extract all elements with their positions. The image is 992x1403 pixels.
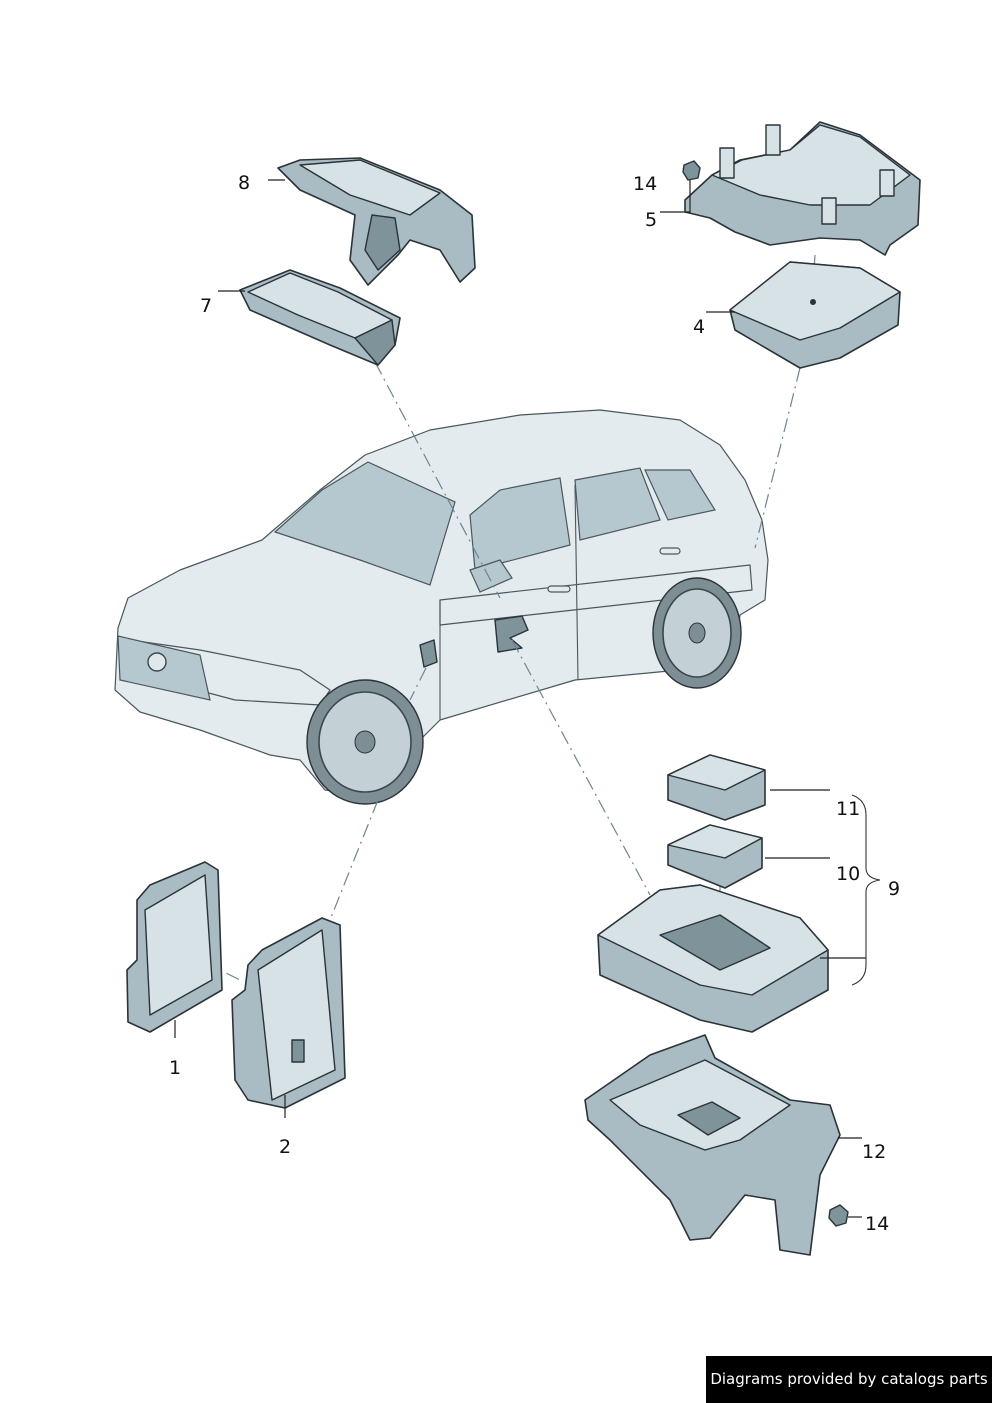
part-12-tray bbox=[584, 1034, 841, 1256]
part-10-module bbox=[667, 824, 763, 889]
part-1-control-unit bbox=[126, 861, 223, 1033]
callout-labels: 8 7 14 5 4 11 10 9 12 14 1 2 bbox=[169, 172, 900, 1235]
callout-10: 10 bbox=[836, 863, 860, 885]
car-location-marker-front bbox=[419, 639, 438, 668]
callout-1: 1 bbox=[169, 1057, 181, 1079]
part-14-nut-bottom bbox=[828, 1204, 849, 1227]
part-7-bracket bbox=[239, 269, 401, 366]
car-location-marker-center bbox=[494, 615, 529, 653]
callout-5: 5 bbox=[645, 209, 657, 231]
callout-4: 4 bbox=[693, 316, 705, 338]
part-14-nut-top bbox=[682, 160, 701, 181]
part-9-module-carrier bbox=[597, 884, 829, 1033]
callout-7: 7 bbox=[200, 295, 212, 317]
group-brace-9 bbox=[851, 794, 881, 986]
callout-14-top: 14 bbox=[633, 173, 657, 195]
callout-2: 2 bbox=[279, 1136, 291, 1158]
credit-banner: Diagrams provided by catalogs parts bbox=[706, 1356, 992, 1403]
vehicle-illustration bbox=[114, 409, 769, 805]
callout-12: 12 bbox=[862, 1141, 886, 1163]
part-4-control-module bbox=[729, 261, 901, 369]
part-5-housing bbox=[684, 121, 921, 256]
callout-9: 9 bbox=[888, 878, 900, 900]
part-2-bracket bbox=[231, 917, 346, 1109]
callout-14-bottom: 14 bbox=[865, 1213, 889, 1235]
callout-11: 11 bbox=[836, 798, 860, 820]
part-8-bracket bbox=[277, 157, 476, 286]
callout-leader-lines bbox=[174, 179, 866, 1218]
part-11-module bbox=[667, 754, 766, 821]
callout-8: 8 bbox=[238, 172, 250, 194]
